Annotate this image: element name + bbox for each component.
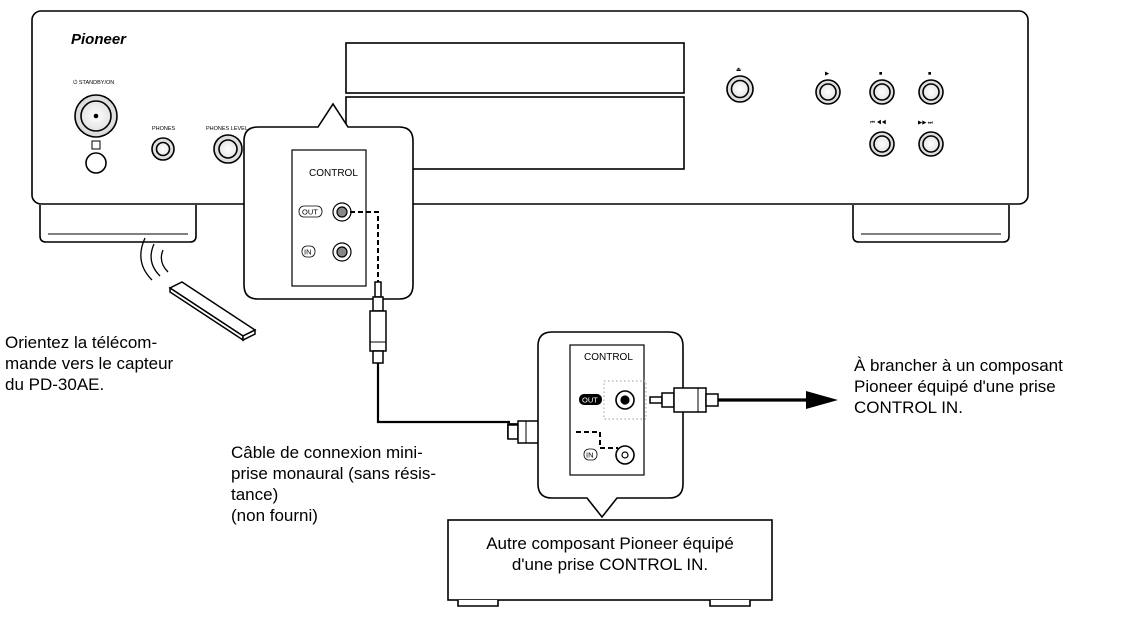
bottom-in-label: IN xyxy=(586,451,594,460)
ir-signal-icon xyxy=(140,237,169,281)
bottom-out-label: OUT xyxy=(582,396,598,405)
mini-plug-cable xyxy=(369,281,387,364)
disc-tray xyxy=(345,42,685,94)
bottom-control-title: CONTROL xyxy=(584,352,633,363)
standby-label: ⏻ STANDBY/ON xyxy=(73,79,114,86)
eject-symbol: ⏏ xyxy=(736,67,742,73)
play-symbol: ▶ xyxy=(825,71,830,77)
destination-label: À brancher à un composant Pioneer équipé… xyxy=(854,356,1063,417)
top-out-label: OUT xyxy=(302,208,318,217)
cable-wire xyxy=(376,363,510,424)
phones-jack[interactable] xyxy=(151,137,175,161)
brand-logo: Pioneer xyxy=(71,31,127,48)
bottom-control-panel xyxy=(569,344,647,476)
top-control-title: CONTROL xyxy=(309,168,358,179)
cable-label: Câble de connexion mini- prise monaural … xyxy=(231,443,437,525)
remote-sensor xyxy=(85,152,107,174)
phones-level-label: PHONES LEVEL xyxy=(206,126,248,132)
phones-label: PHONES xyxy=(152,126,176,132)
stop-symbol: ■ xyxy=(928,71,931,77)
pause-symbol: ■ xyxy=(879,71,882,77)
top-in-label: IN xyxy=(304,248,312,257)
out-jack-dots xyxy=(603,380,647,420)
remote-hint-label: Orientez la télécom- mande vers le capte… xyxy=(5,333,174,394)
prev-symbols: ⏮ ◀◀ xyxy=(870,119,886,126)
player-left-foot xyxy=(39,205,197,243)
player-right-foot xyxy=(852,205,1010,243)
sensor-icon xyxy=(91,140,101,150)
phones-level-knob[interactable] xyxy=(213,134,243,164)
component-body xyxy=(447,519,773,601)
other-component xyxy=(447,519,773,607)
remote-control xyxy=(168,281,257,342)
bottom-in-jack[interactable] xyxy=(615,445,635,465)
top-dashed-link xyxy=(350,211,379,282)
cd-player xyxy=(31,10,1029,243)
top-control-panel xyxy=(291,149,367,287)
bottom-dashed-link xyxy=(576,431,618,449)
destination-arrow xyxy=(806,391,838,409)
other-component-label: Autre composant Pioneer équipé d'une pri… xyxy=(486,534,734,574)
next-symbols: ▶▶ ⏭ xyxy=(918,120,933,126)
